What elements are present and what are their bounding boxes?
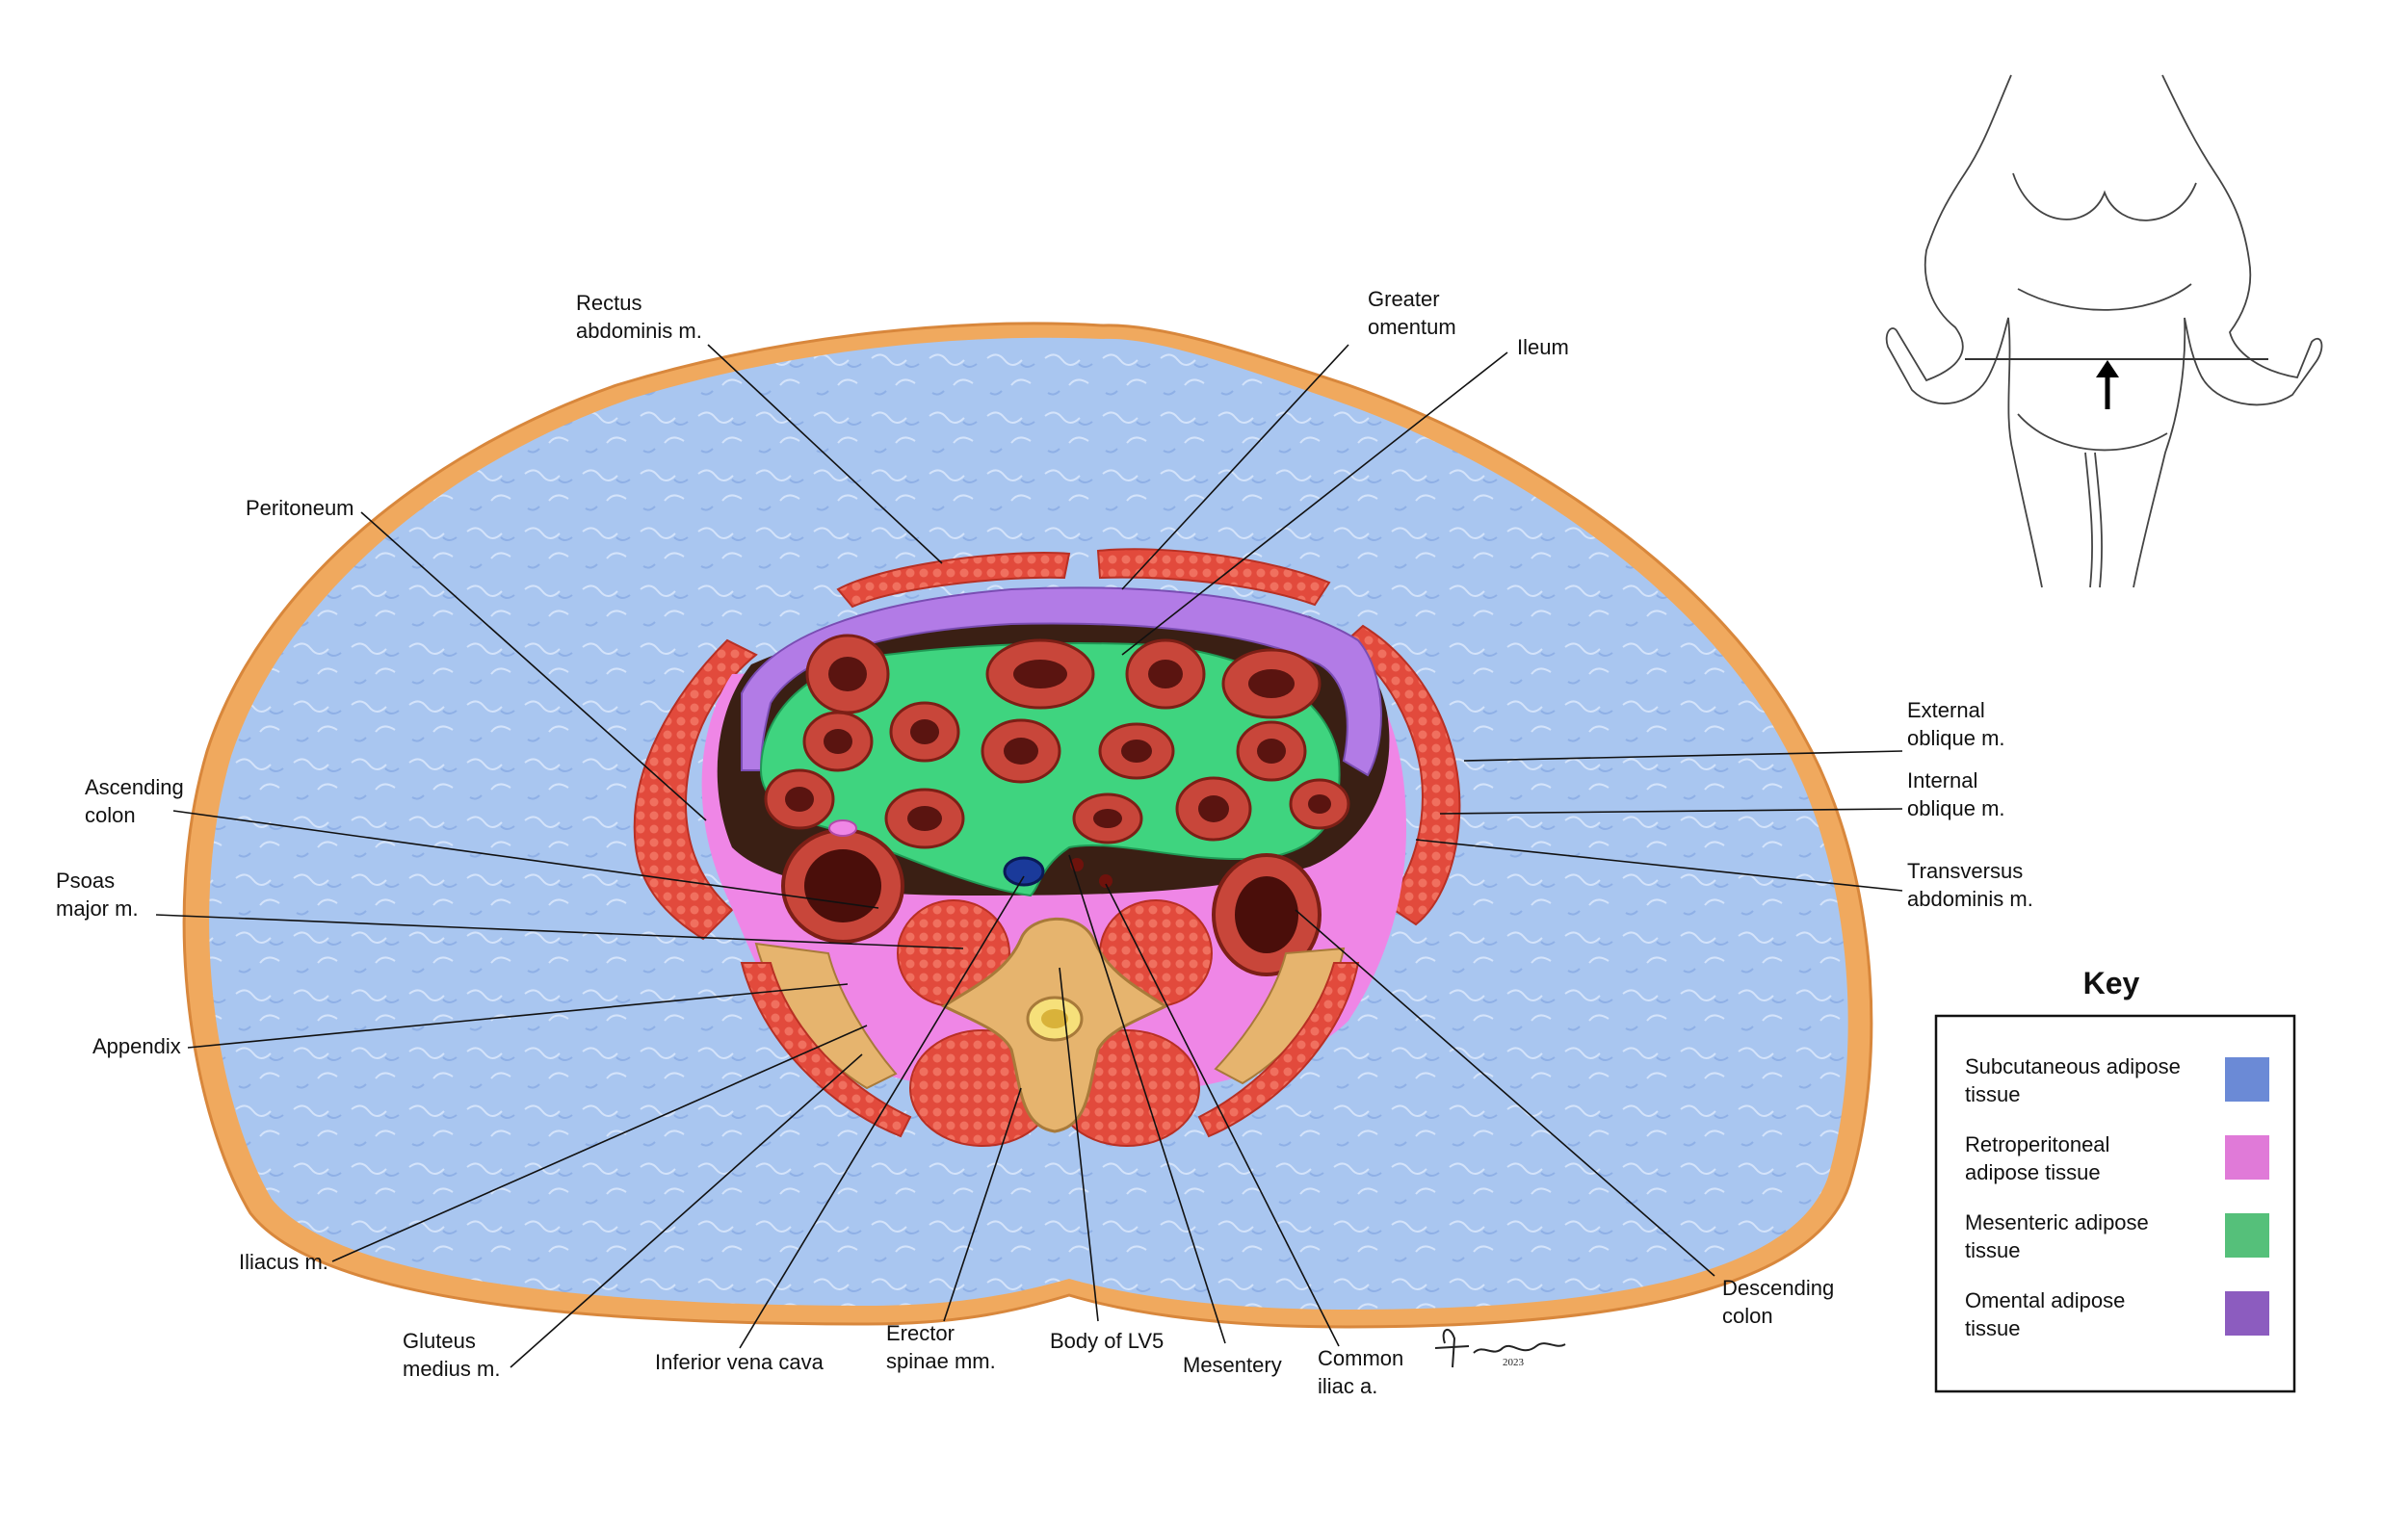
appendix (828, 819, 857, 837)
leader-int-oblique (1439, 808, 1903, 815)
descending-colon (1212, 853, 1322, 976)
leader-appendix (187, 983, 849, 1049)
iliacus-gluteus-right (1197, 947, 1360, 1138)
leader-lines (155, 344, 1903, 1368)
leader-psoas (155, 914, 964, 949)
leader-transversus (1415, 839, 1903, 892)
leader-greater-omentum (1121, 344, 1349, 590)
leader-ivc (739, 875, 1025, 1349)
common-iliac-artery-right (1099, 874, 1112, 888)
artist-signature: 2023 (1434, 1329, 1566, 1368)
section-arrow-icon (2096, 360, 2119, 409)
leader-ileum (1121, 351, 1508, 656)
label-peritoneum: Peritoneum (246, 496, 354, 520)
leader-common-iliac (1105, 883, 1340, 1347)
inferior-vena-cava (1003, 856, 1045, 887)
label-mesentery: Mesentery (1183, 1353, 1282, 1377)
leader-gluteus (510, 1053, 863, 1368)
lateral-wall-right (1342, 624, 1461, 926)
lumbar-vertebra-lv5 (941, 917, 1168, 1133)
leader-rectus (707, 344, 943, 564)
key-title: Key (2083, 966, 2140, 1000)
svg-text:2023: 2023 (1503, 1357, 1525, 1368)
ileum-loops (764, 634, 1350, 849)
key-item-swatch (2225, 1057, 2269, 1102)
label-iliacus: Iliacus m. (239, 1250, 328, 1274)
leader-ascending-colon (172, 810, 879, 909)
leader-ext-oblique (1463, 750, 1903, 762)
iliacus-gluteus-left (740, 942, 912, 1138)
key-item-swatch (2225, 1291, 2269, 1336)
leader-descending-colon (1295, 909, 1715, 1277)
leader-body-lv5 (1059, 967, 1099, 1322)
leader-iliacus (331, 1025, 868, 1262)
ileum-lumens (785, 657, 1331, 831)
label-body-lv5: Body of LV5 (1050, 1329, 1164, 1353)
lateral-wall-left (633, 638, 758, 941)
label-appendix: Appendix (92, 1034, 181, 1058)
leader-mesentery (1068, 854, 1226, 1344)
rectus-abdominis-left (836, 552, 1071, 609)
label-ivc: Inferior vena cava (655, 1350, 824, 1374)
rectus-abdominis-right (1096, 548, 1331, 607)
key-item-swatch (2225, 1135, 2269, 1180)
label-ileum: Ileum (1517, 335, 1569, 359)
leader-peritoneum (360, 511, 707, 821)
leader-erector (943, 1087, 1022, 1322)
body-outline-icon (1885, 74, 2323, 588)
key-item-swatch (2225, 1213, 2269, 1258)
ascending-colon (781, 828, 904, 944)
